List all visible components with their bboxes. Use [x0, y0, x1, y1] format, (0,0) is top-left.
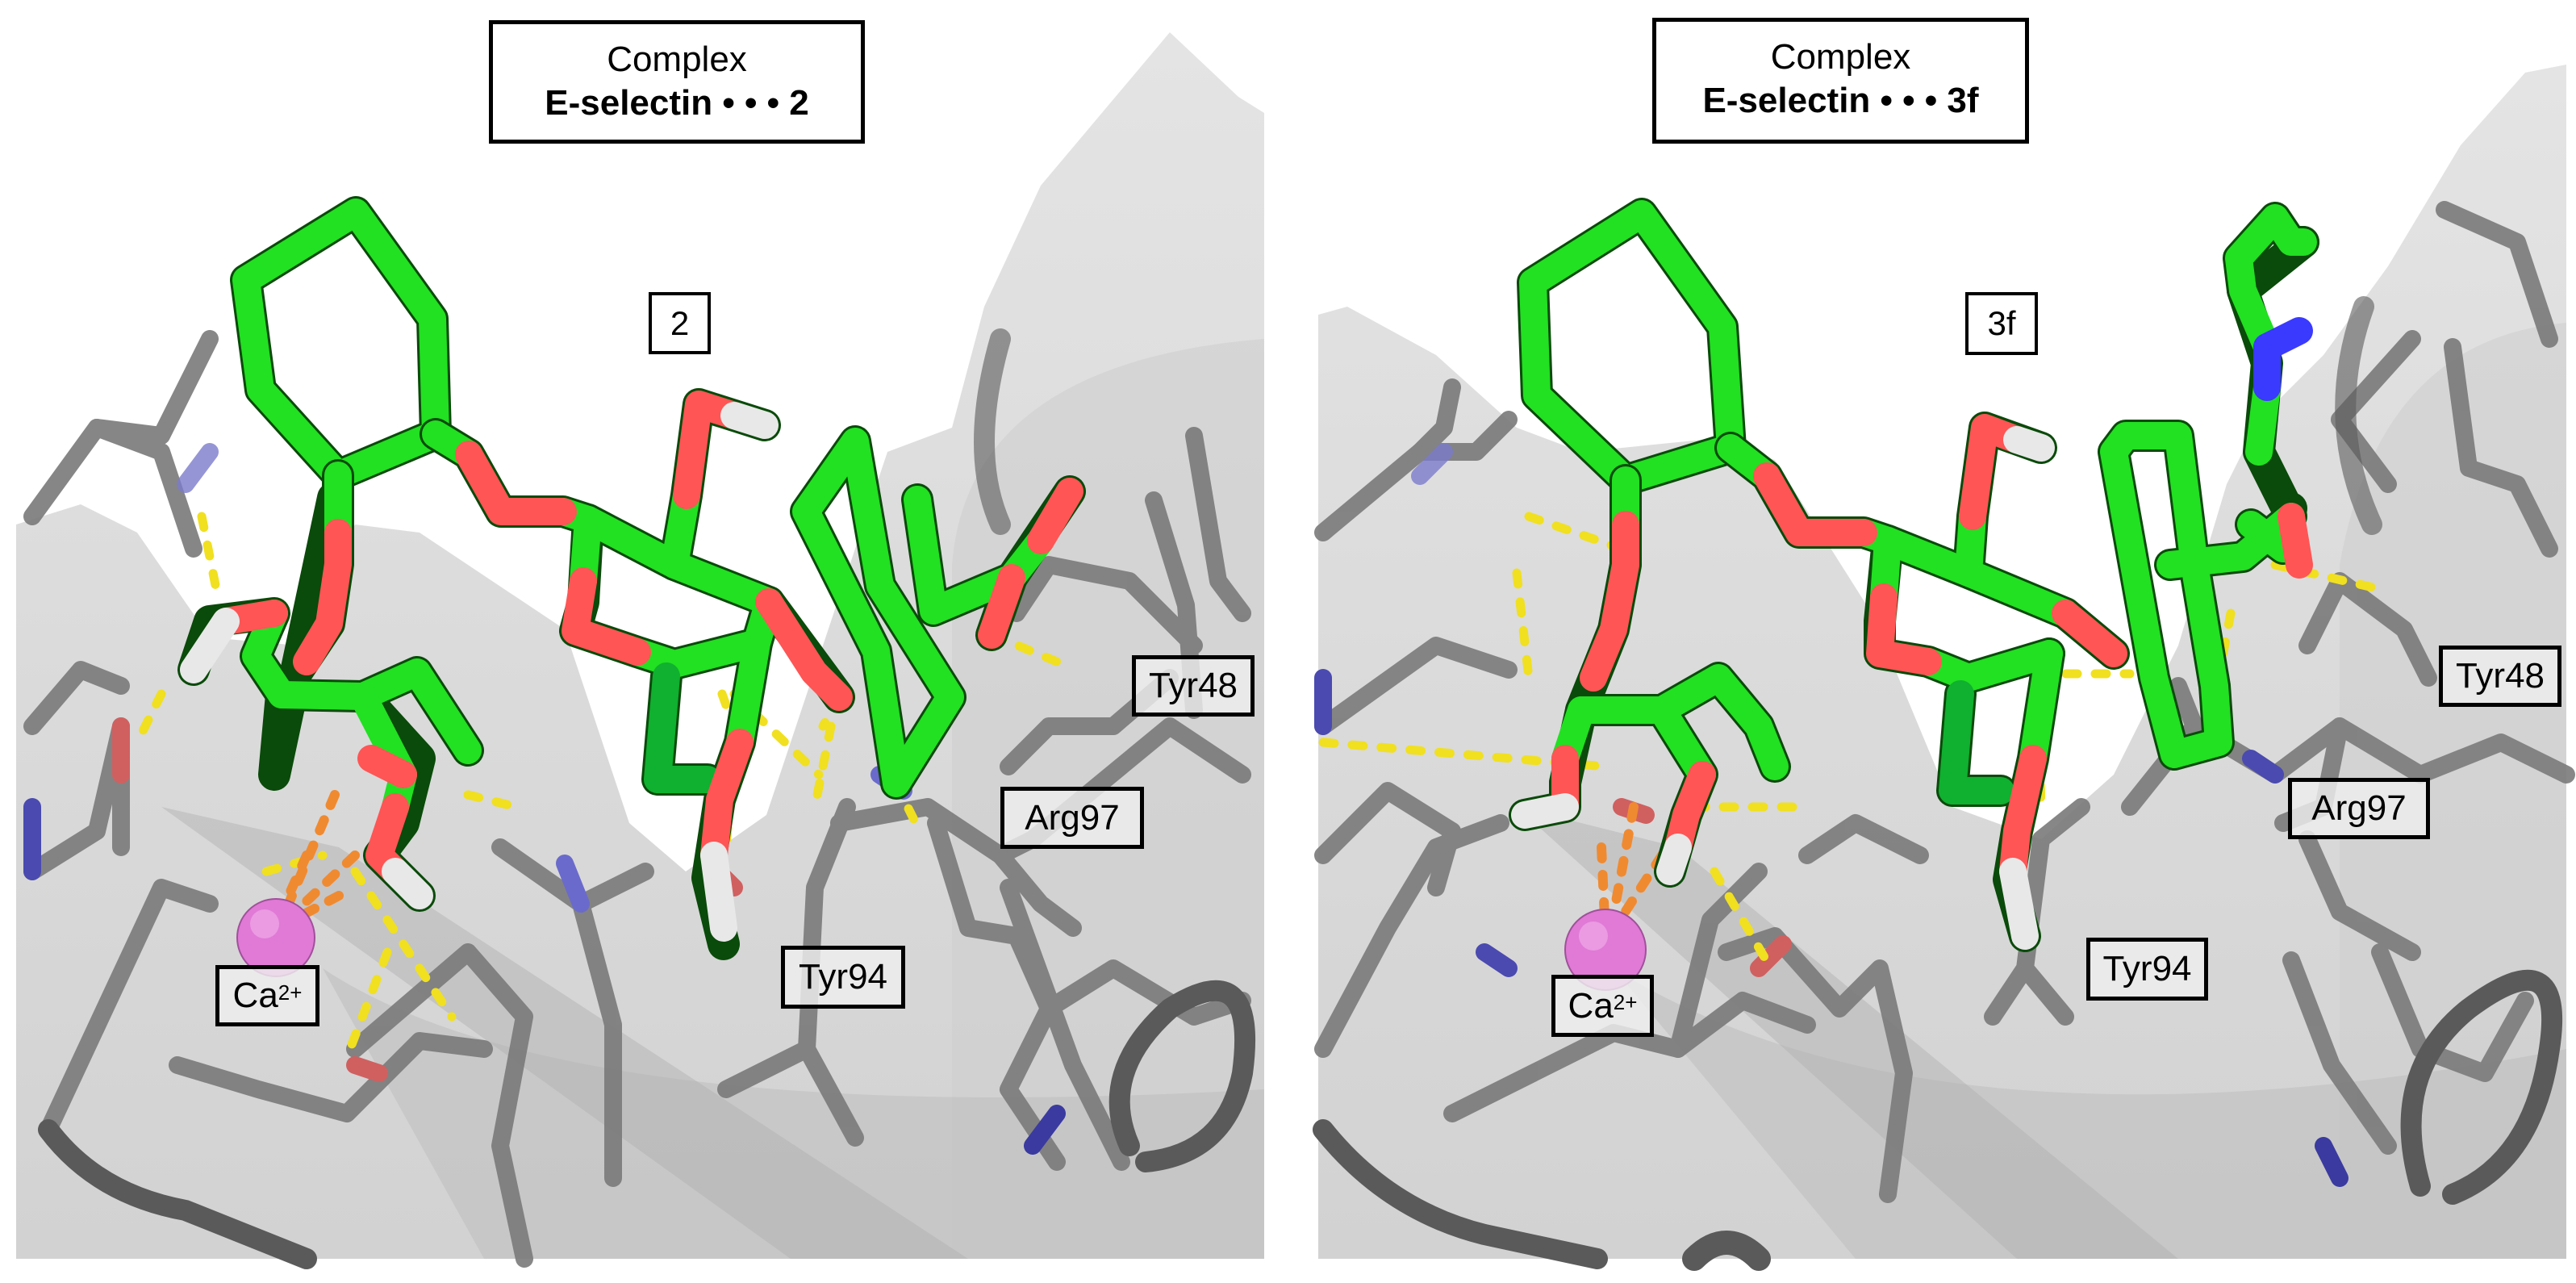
title-line-complex-name: E-selectin • • • 2: [545, 83, 809, 123]
ligand-3f-sticks: [1509, 198, 2319, 952]
title-line-complex: Complex: [1770, 37, 1911, 77]
title-line-complex: Complex: [607, 40, 747, 79]
residue-label-tyr94: Tyr94: [781, 946, 905, 1009]
ligand-label: 3f: [1965, 292, 2038, 355]
protein-backbone-loop: [38, 328, 1255, 1269]
molecular-scene-left: [16, 32, 1264, 1269]
panel-right-complex-3f: Complex E-selectin • • • 3f 3f Tyr48 Arg…: [1291, 0, 2576, 1283]
residue-label-tyr48: Tyr48: [1132, 655, 1255, 717]
residue-label-arg97: Arg97: [1000, 787, 1144, 849]
ligand-label: 2: [649, 292, 711, 354]
residue-label-tyr48: Tyr48: [2439, 646, 2561, 707]
protein-residue-sticks: [1314, 201, 2575, 1203]
ion-symbol: Ca: [232, 976, 278, 1015]
ion-charge: 2+: [1613, 990, 1638, 1014]
ion-charge: 2+: [278, 980, 303, 1005]
residue-label-tyr94: Tyr94: [2086, 938, 2208, 1001]
ion-symbol: Ca: [1568, 985, 1614, 1026]
panel-left-complex-2: Complex E-selectin • • • 2 2 Tyr48 Arg97…: [16, 20, 1264, 1269]
panel-title-box: Complex E-selectin • • • 3f: [1652, 18, 2029, 144]
ligand-2-sticks: [177, 196, 1086, 960]
panel-title-box: Complex E-selectin • • • 2: [489, 20, 865, 144]
residue-label-arg97: Arg97: [2288, 778, 2430, 839]
protein-backbone-loop: [1313, 296, 2563, 1271]
title-line-complex-name: E-selectin • • • 3f: [1702, 81, 1979, 120]
molecular-scene-right: [1313, 65, 2575, 1271]
